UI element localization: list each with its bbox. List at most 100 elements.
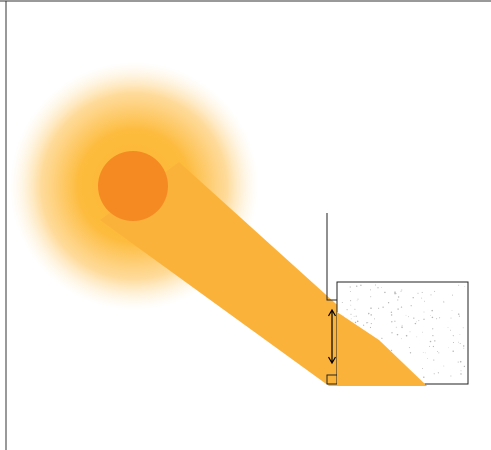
speckle-dot xyxy=(401,326,403,329)
speckle-dot xyxy=(424,352,426,354)
speckle-dot xyxy=(356,300,358,302)
speckle-dot xyxy=(433,359,435,361)
speckle-dot xyxy=(459,360,462,363)
speckle-dot xyxy=(448,347,449,349)
speckle-dot xyxy=(451,294,454,296)
speckle-dot xyxy=(394,291,396,293)
speckle-dot xyxy=(450,375,452,377)
speckle-dot xyxy=(390,314,393,316)
speckle-dot xyxy=(363,324,365,326)
speckle-dot xyxy=(355,315,357,317)
speckle-dot xyxy=(437,351,438,352)
double-arrow-icon xyxy=(327,308,337,365)
speckle-dot xyxy=(349,291,351,293)
speckle-dot xyxy=(439,317,441,319)
speckle-dot xyxy=(462,345,465,347)
speckle-dot xyxy=(350,313,352,315)
speckle-dot xyxy=(374,318,375,320)
speckle-dot xyxy=(463,365,466,368)
speckle-dot xyxy=(369,326,372,329)
speckle-dot xyxy=(380,287,382,288)
speckle-dot xyxy=(457,361,459,363)
speckle-dot xyxy=(400,338,402,340)
speckle-dot xyxy=(405,314,407,316)
speckle-dot xyxy=(400,306,403,308)
aperture-lower-edge xyxy=(326,374,337,385)
speckle-dot xyxy=(394,292,396,295)
speckle-dot xyxy=(434,340,436,342)
speckle-dot xyxy=(391,321,393,323)
speckle-dot xyxy=(436,318,438,320)
speckle-dot xyxy=(412,297,414,299)
speckle-dot xyxy=(391,332,393,334)
speckle-dot xyxy=(350,300,352,302)
speckle-dot xyxy=(422,331,423,333)
speckle-dot xyxy=(438,352,440,354)
speckle-dot xyxy=(437,372,439,374)
speckle-dot xyxy=(432,335,434,337)
speckle-dot xyxy=(396,333,399,336)
speckle-dot xyxy=(443,300,445,302)
speckle-dot xyxy=(431,309,433,312)
speckle-dot xyxy=(430,315,431,317)
speckle-dot xyxy=(422,368,423,369)
speckle-dot xyxy=(350,318,352,320)
speckle-dot xyxy=(370,314,372,316)
speckle-dot xyxy=(423,376,425,378)
speckle-dot xyxy=(370,323,372,325)
speckle-dot xyxy=(458,284,460,286)
speckle-dot xyxy=(423,311,425,313)
speckle-dot xyxy=(370,307,372,309)
speckle-dot xyxy=(350,304,352,306)
speckle-dot xyxy=(378,307,380,309)
speckle-dot xyxy=(400,290,402,292)
speckle-dot xyxy=(415,321,417,323)
speckle-dot xyxy=(401,324,403,326)
speckle-dot xyxy=(356,285,358,287)
speckle-dot xyxy=(354,308,356,310)
speckle-dot xyxy=(377,287,379,289)
speckle-dot xyxy=(443,301,445,303)
speckle-dot xyxy=(459,334,461,335)
speckle-dot xyxy=(409,352,412,354)
sun-icon xyxy=(98,151,168,221)
speckle-dot xyxy=(452,341,455,344)
speckle-dot xyxy=(460,373,462,375)
speckle-dot xyxy=(427,358,428,359)
speckle-dot xyxy=(418,320,420,322)
speckle-dot xyxy=(401,289,403,291)
speckle-dot xyxy=(346,309,348,311)
speckle-dot xyxy=(409,331,411,333)
light-beam-inside-box xyxy=(337,312,427,386)
speckle-dot xyxy=(432,328,434,330)
speckle-dot xyxy=(430,294,432,296)
speckle-dot xyxy=(367,322,369,323)
speckle-dot xyxy=(341,302,343,303)
speckle-dot xyxy=(382,306,384,308)
speckle-dot xyxy=(397,299,399,301)
speckle-dot xyxy=(434,290,436,292)
speckle-dot xyxy=(384,291,386,294)
speckle-dot xyxy=(432,345,434,348)
speckle-dot xyxy=(360,284,362,287)
speckle-dot xyxy=(452,350,454,353)
speckle-dot xyxy=(357,298,359,300)
speckle-dot xyxy=(366,322,368,324)
speckle-dot xyxy=(431,316,434,319)
speckle-dot xyxy=(422,352,424,353)
speckle-dot xyxy=(414,322,417,325)
speckle-dot xyxy=(390,349,393,352)
speckle-dot xyxy=(394,320,396,322)
speckle-dot xyxy=(459,343,461,344)
speckle-dot xyxy=(423,318,425,320)
speckle-dot xyxy=(416,336,418,338)
speckle-dot xyxy=(421,297,423,299)
aperture-upper-edge xyxy=(326,213,337,301)
speckle-dot xyxy=(390,311,393,313)
speckle-dot xyxy=(397,296,400,298)
speckle-dot xyxy=(353,316,355,317)
aperture-wall xyxy=(326,213,337,385)
speckle-dot xyxy=(424,300,426,302)
speckle-dot xyxy=(405,334,408,337)
